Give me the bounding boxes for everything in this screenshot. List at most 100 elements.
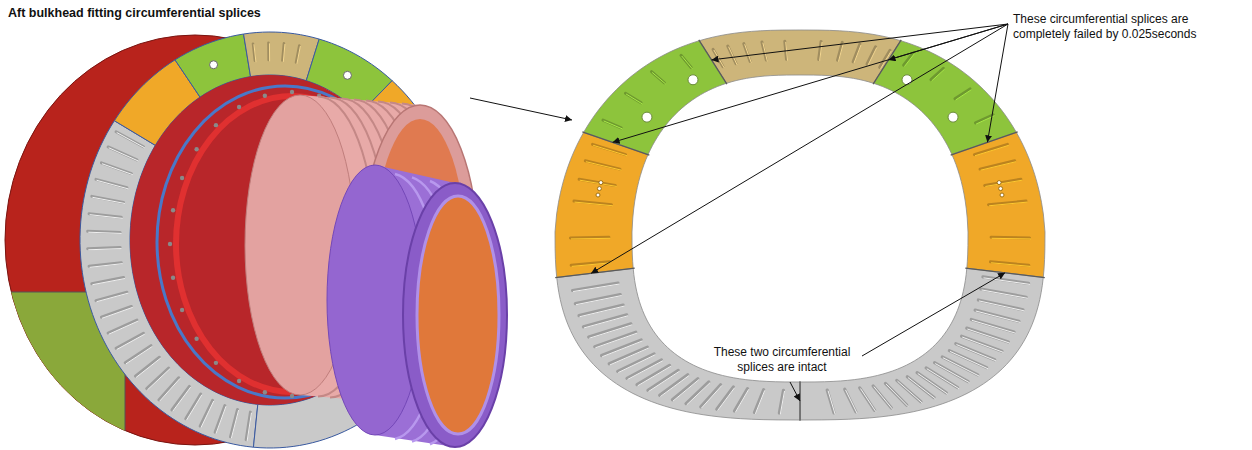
stiffener-highlight <box>990 202 1027 206</box>
stiffener-rib <box>267 43 270 60</box>
stiffener-rib <box>975 310 1019 321</box>
stiffener-rib <box>885 383 906 405</box>
exhaust-duct-front <box>403 183 507 447</box>
leader-arrow <box>862 273 1005 356</box>
stiffener-rib <box>570 236 608 240</box>
stiffener-rib <box>728 46 736 64</box>
stiffener-rib <box>571 262 609 266</box>
fastener <box>194 147 198 151</box>
stiffener-rib <box>651 72 664 83</box>
stiffener-highlight <box>828 391 835 414</box>
circumferential-splice <box>951 132 1018 155</box>
stiffener-highlight <box>846 390 857 413</box>
stiffener-highlight <box>905 54 915 66</box>
stiffener-rib <box>593 144 626 154</box>
stiffener-highlight <box>854 45 861 63</box>
stiffener-highlight <box>126 347 152 364</box>
stiffener-highlight <box>148 369 170 390</box>
stiffener-highlight <box>90 215 122 219</box>
stiffener-highlight <box>763 43 767 61</box>
fastener-hole <box>688 75 698 85</box>
stiffener-highlight <box>93 279 125 285</box>
stiffener-highlight <box>874 387 892 409</box>
stiffener-rib <box>96 292 127 300</box>
stiffener-rib <box>89 214 121 218</box>
stiffener-rib <box>200 400 212 426</box>
stiffener-rib <box>147 368 169 389</box>
stiffener-rib <box>942 357 978 375</box>
stiffener-rib <box>974 144 1007 154</box>
fastener-hole <box>948 112 958 122</box>
stiffener-highlight <box>269 44 270 61</box>
fastener-hole <box>343 71 351 79</box>
stiffener-highlight <box>580 180 616 186</box>
stiffener-rib <box>116 333 143 348</box>
stiffener-highlight <box>90 264 122 268</box>
fastener <box>171 208 175 212</box>
stiffener-rib <box>253 44 255 61</box>
stiffener-highlight <box>975 145 1008 155</box>
stiffener-highlight <box>950 352 987 369</box>
bulkhead-fitting-segment <box>699 30 900 83</box>
stiffener-highlight <box>596 333 637 347</box>
stiffener-rib <box>296 45 299 62</box>
stiffener-rib <box>101 306 131 317</box>
stiffener-highlight <box>232 410 239 437</box>
stiffener-rib <box>926 368 958 388</box>
stiffener-highlight <box>652 73 665 84</box>
bulkhead-fitting-segment <box>557 268 800 420</box>
bulkhead-fitting-segment <box>584 41 727 155</box>
stiffener-rib <box>231 409 238 436</box>
stiffener-rib <box>734 389 747 412</box>
stiffener-highlight <box>986 180 1022 186</box>
stiffener-rib <box>101 163 131 174</box>
fastener-hole <box>642 112 652 122</box>
stiffener-rib <box>96 179 127 187</box>
fastener-hole <box>902 75 912 85</box>
stiffener-rib <box>186 394 201 419</box>
circumferential-splice <box>873 40 901 84</box>
stiffener-rib <box>603 120 621 128</box>
fastener-hole <box>599 181 603 185</box>
duct-interior <box>417 196 499 434</box>
stiffener-rib <box>125 346 151 363</box>
fastener <box>171 276 175 280</box>
stiffener-highlight <box>97 293 128 301</box>
fastener <box>180 308 184 312</box>
stiffener-highlight <box>745 45 751 63</box>
stiffener-rib <box>917 373 946 393</box>
stiffener-highlight <box>93 197 125 203</box>
stiffener-highlight <box>117 334 144 349</box>
stiffener-highlight <box>927 369 959 389</box>
stiffener-rib <box>89 263 121 267</box>
stiffener-rib <box>88 248 120 249</box>
fastener <box>237 105 241 109</box>
callout-note: These two circumferential splices are in… <box>697 345 867 375</box>
stiffener-highlight <box>576 296 621 305</box>
stiffener-highlight <box>729 47 737 65</box>
stiffener-highlight <box>820 42 822 60</box>
stiffener-rib <box>92 278 124 284</box>
stiffener-highlight <box>682 56 692 68</box>
circumferential-splice <box>555 268 635 278</box>
stiffener-rib <box>873 386 891 408</box>
stiffener-rib <box>159 378 179 400</box>
stiffener-rib <box>717 387 734 409</box>
leader-arrow <box>790 382 800 401</box>
stiffener-highlight <box>247 413 251 441</box>
stiffener-highlight <box>117 133 144 148</box>
fastener-hole <box>596 193 600 197</box>
stiffener-rib <box>589 324 631 337</box>
fastener <box>194 337 198 341</box>
stiffener-rib <box>108 320 137 333</box>
stiffener-rib <box>744 44 750 62</box>
stiffener-highlight <box>580 306 624 317</box>
stiffener-rib <box>978 300 1023 310</box>
stiffener-rib <box>867 47 876 64</box>
stiffener-highlight <box>584 316 627 328</box>
stiffener-highlight <box>575 202 612 206</box>
stiffener-highlight <box>918 374 947 394</box>
stiffener-highlight <box>571 238 609 240</box>
fastener <box>237 379 241 383</box>
